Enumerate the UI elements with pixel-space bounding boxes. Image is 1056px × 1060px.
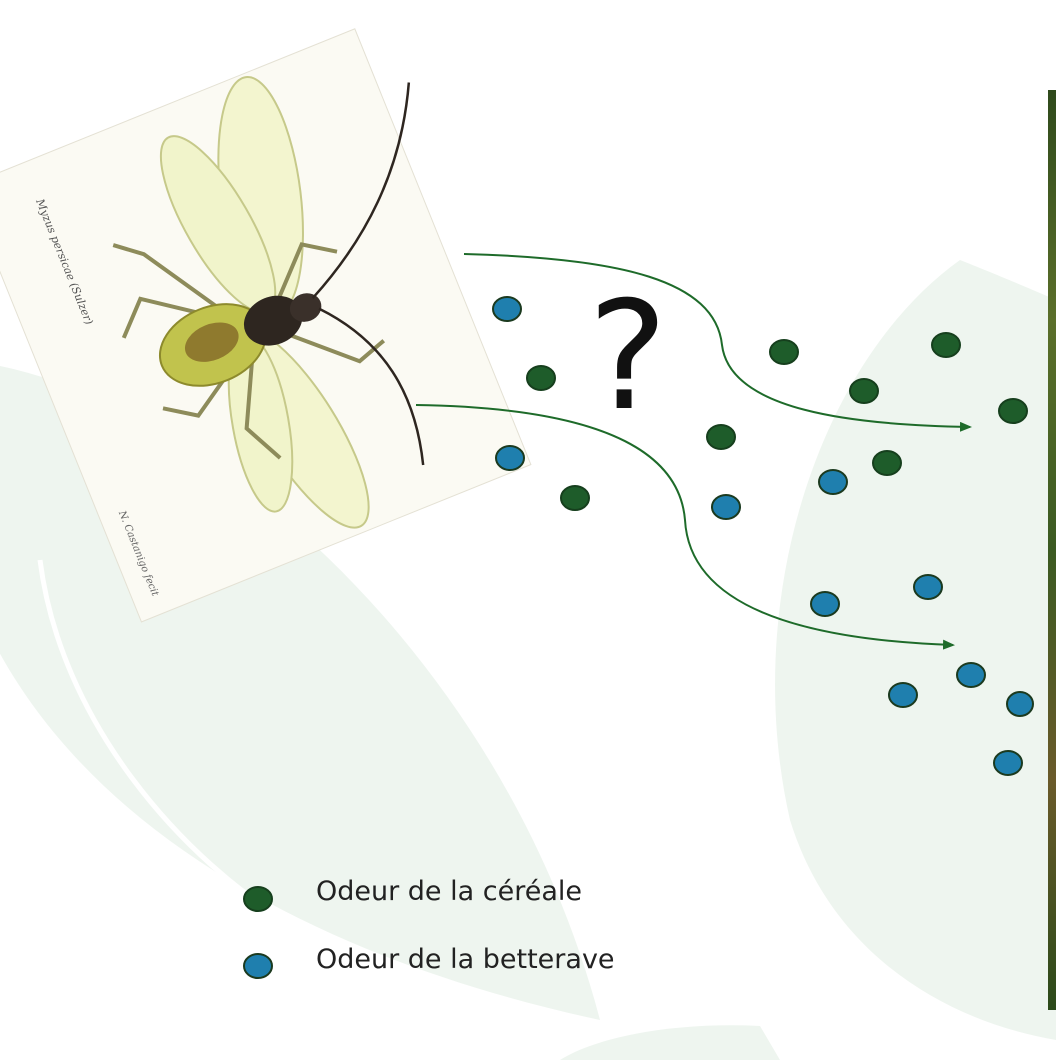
beet-odour-dot [994, 751, 1022, 775]
background-leaf-bottom [560, 1025, 780, 1060]
legend-beet-label: Odeur de la betterave [316, 944, 615, 975]
cereal-odour-dot [932, 333, 960, 357]
field-photo-edge [1048, 90, 1056, 1010]
beet-odour-dot [1007, 692, 1033, 716]
question-mark: ? [588, 282, 668, 432]
cereal-odour-dot [770, 340, 798, 364]
cereal-odour-dot [850, 379, 878, 403]
beet-odour-dot [957, 663, 985, 687]
legend-cereal-marker [244, 887, 272, 911]
background-leaf-right [775, 260, 1056, 1040]
cereal-odour-dot [527, 366, 555, 390]
beet-odour-dot [712, 495, 740, 519]
beet-odour-dot [889, 683, 917, 707]
cereal-odour-dot [999, 399, 1027, 423]
legend-cereal-label: Odeur de la céréale [316, 876, 582, 907]
legend-beet-marker [244, 954, 272, 978]
cereal-odour-dot [561, 486, 589, 510]
beet-odour-dot [493, 297, 521, 321]
beet-odour-dot [914, 575, 942, 599]
cereal-odour-dot [873, 451, 901, 475]
beet-odour-dot [811, 592, 839, 616]
cereal-odour-dot [707, 425, 735, 449]
beet-odour-dot [819, 470, 847, 494]
beet-odour-dot [496, 446, 524, 470]
